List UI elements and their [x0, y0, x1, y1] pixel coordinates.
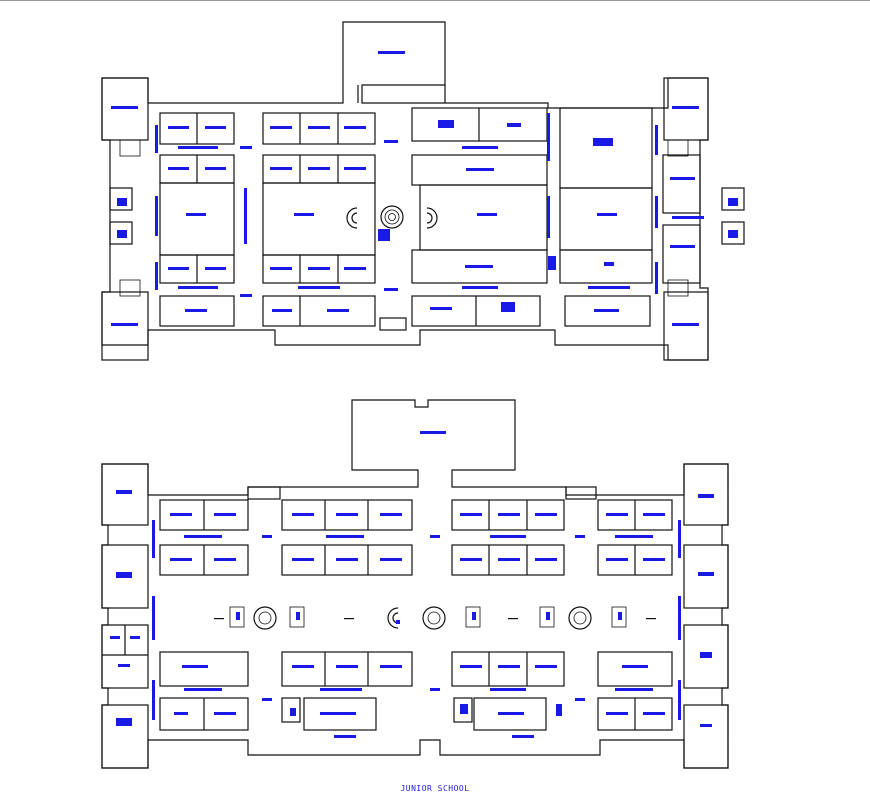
drawing-caption: JUNIOR SCHOOL — [400, 784, 470, 793]
room-se-corner — [663, 291, 709, 361]
room-east-large — [559, 107, 653, 189]
upper-rotunda — [380, 205, 404, 229]
upper-floor-plan — [101, 21, 745, 361]
lower-outline — [101, 399, 729, 769]
lower-floor-plan — [101, 399, 729, 769]
room-west-hall — [159, 182, 235, 256]
room-center-east-hall — [419, 184, 548, 251]
dimension-marks — [214, 618, 656, 620]
lower-rotunda-west — [253, 606, 277, 630]
sheet-border — [0, 0, 870, 1]
lower-rotunda-east — [568, 606, 592, 630]
lower-plan-labels — [110, 431, 714, 738]
upper-plan-labels — [111, 51, 738, 326]
room-sw-corner — [101, 291, 149, 361]
room-center-west-hall — [262, 182, 376, 256]
lower-rotunda-center — [422, 606, 446, 630]
